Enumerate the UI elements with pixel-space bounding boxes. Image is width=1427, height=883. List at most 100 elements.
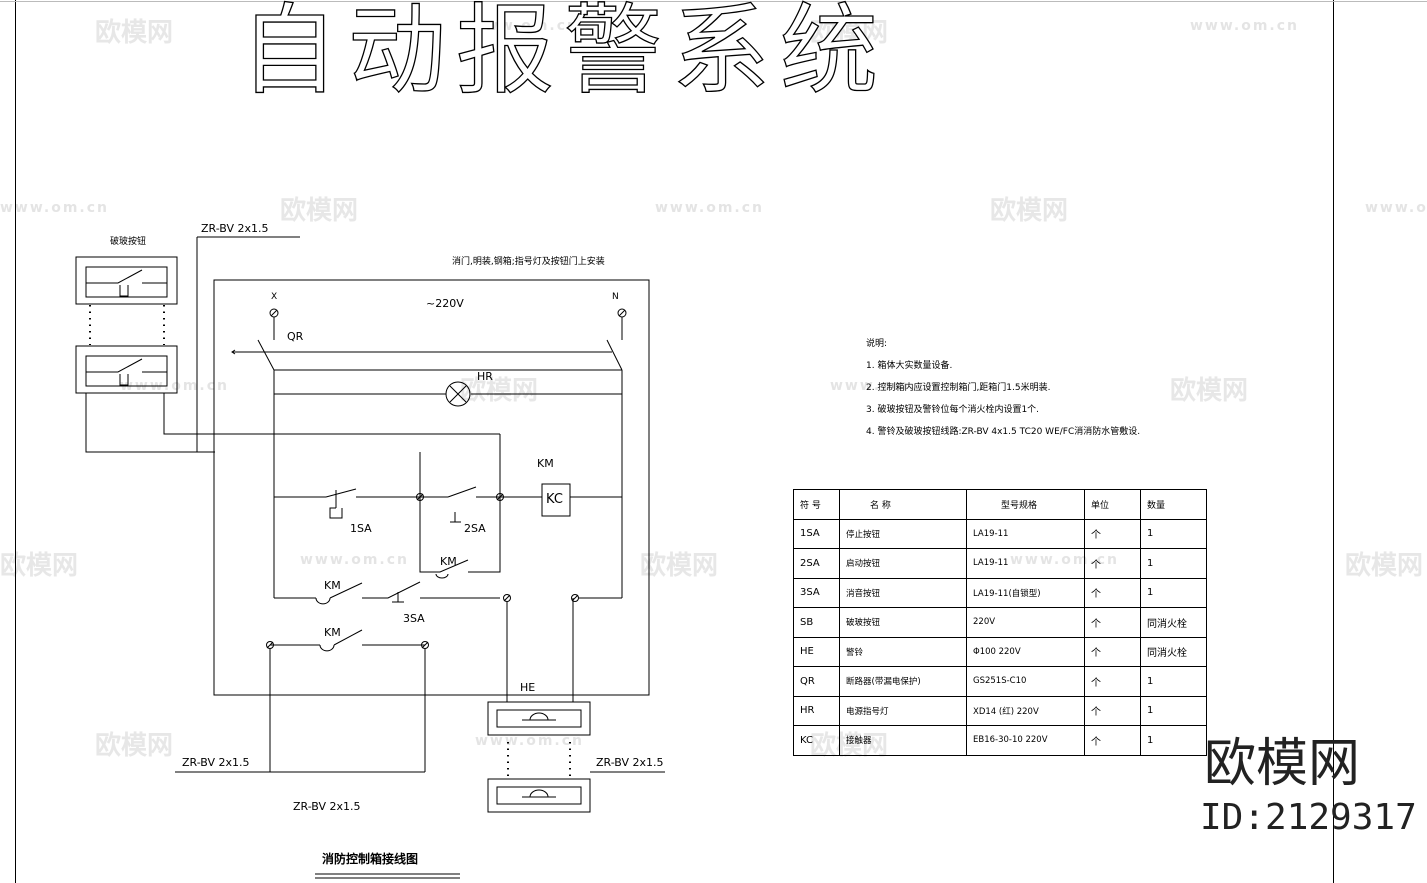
watermark: 欧模网 [640,551,719,581]
table-cell: Φ100 220V [966,636,1085,667]
break-glass-inner-1 [85,266,168,298]
wire-label-right: ZR-BV 2x1.5 [596,756,664,769]
watermark-url: www.om.cn [1190,18,1300,34]
table-cell: 个 [1084,725,1141,756]
diagram-caption: 消防控制箱接线图 [322,852,419,866]
notes-item: 1. 箱体大实数量设备. [866,361,953,371]
notes-heading: 说明: [866,339,888,349]
table-header: 名 称 [839,489,967,520]
table-cell: 同消火栓 [1140,607,1207,638]
watermark-url: www.om.cn [1365,200,1427,216]
voltage-label: ~220V [426,297,464,310]
watermark-url: www.om.cn [655,200,765,216]
dotted-links-he [507,742,571,776]
kc-label: KC [546,492,563,507]
table-cell: LA19-11(自锁型) [966,577,1085,608]
coil-kc [541,483,571,517]
watermark: 欧模网 [95,18,174,48]
watermark: 欧模网 [990,196,1069,226]
table-header: 型号规格 [966,489,1085,520]
break-glass-switch-2 [86,358,167,386]
watermark-url: www.om.cn [470,18,580,34]
table-cell: 个 [1084,577,1141,608]
table-cell: XD14 (红) 220V [966,695,1085,726]
wire-top [196,236,300,453]
table-cell: 1 [1140,518,1207,549]
table-cell: 破玻按钮 [839,607,967,638]
bell-he-2 [487,778,591,813]
table-cell: 个 [1084,666,1141,697]
watermark: 欧模网 [280,196,359,226]
table-cell: 接触器 [839,725,967,756]
notes-item: 4. 警铃及破玻按钮线路:ZR-BV 4x1.5 TC20 WE/FC消消防水管… [866,427,1141,437]
km-aux2-label: KM [324,579,341,592]
sa2-label: 2SA [464,522,486,535]
table-cell: 个 [1084,607,1141,638]
sa3-label: 3SA [403,612,425,625]
break-glass-inner-2 [85,355,168,387]
watermark-url: www.om.cn [0,200,110,216]
watermark: 欧模网 [810,18,889,48]
table-cell: 2SA [793,548,840,579]
terminal-n-label: N [612,292,619,302]
table-cell: 启动按钮 [839,548,967,579]
terminal-x-label: X [271,292,278,302]
table-cell: LA19-11 [966,548,1085,579]
he-label: HE [520,681,536,694]
table-cell: 停止按钮 [839,518,967,549]
notes-item: 3. 破玻按钮及警铃位每个消火栓内设置1个. [866,405,1040,415]
table-header-row: 符 号 名 称 型号规格 单位 数量 [793,489,1207,520]
table-cell: 警铃 [839,636,967,667]
break-glass-switch-1 [86,269,167,297]
table-header: 符 号 [793,489,840,520]
watermark: 欧模网 [1345,551,1424,581]
wire-label-top: ZR-BV 2x1.5 [201,222,269,235]
table-cell: 断路器(带漏电保护) [839,666,967,697]
brand-id: ID:2129317 [1200,797,1417,838]
watermark-url: www.om.cn [120,378,230,394]
table-cell: LA19-11 [966,518,1085,549]
hr-label: HR [477,370,493,383]
watermark: 欧模网 [1170,376,1249,406]
table-cell: HR [793,695,840,726]
install-note-label: 消门,明装,钢箱;指号灯及按钮门上安装 [452,257,605,267]
break-glass-label: 破玻按钮 [110,237,147,247]
km-aux3-label: KM [324,626,341,639]
watermark: 欧模网 [95,731,174,761]
km-coil-label: KM [537,457,554,470]
table-header: 单位 [1084,489,1141,520]
table-cell: 个 [1084,548,1141,579]
table-cell: 个 [1084,695,1141,726]
watermark-url: www.om.cn [475,733,585,749]
table-cell: 同消火栓 [1140,636,1207,667]
notes-item: 2. 控制箱内应设置控制箱门,距箱门1.5米明装. [866,383,1051,393]
break-glass-box-1 [75,256,178,305]
table-cell: 消音按钮 [839,577,967,608]
table-cell: HE [793,636,840,667]
page-title: 自动报警系统 [239,0,889,108]
table-cell: 1 [1140,695,1207,726]
wire-label-left: ZR-BV 2x1.5 [182,756,250,769]
break-glass-box-2 [75,345,178,394]
watermark: 欧模网 [460,376,539,406]
table-cell: 1 [1140,666,1207,697]
sa1-label: 1SA [350,522,372,535]
breaker-qr [231,339,623,371]
table-cell: 220V [966,607,1085,638]
control-box [213,279,650,696]
lamp-hr [445,381,471,407]
caption-underline [315,873,460,879]
watermark-url: www.om.cn [300,552,410,568]
km-aux1-label: KM [440,555,457,568]
wire-loop [85,393,420,453]
table-cell: 个 [1084,518,1141,549]
